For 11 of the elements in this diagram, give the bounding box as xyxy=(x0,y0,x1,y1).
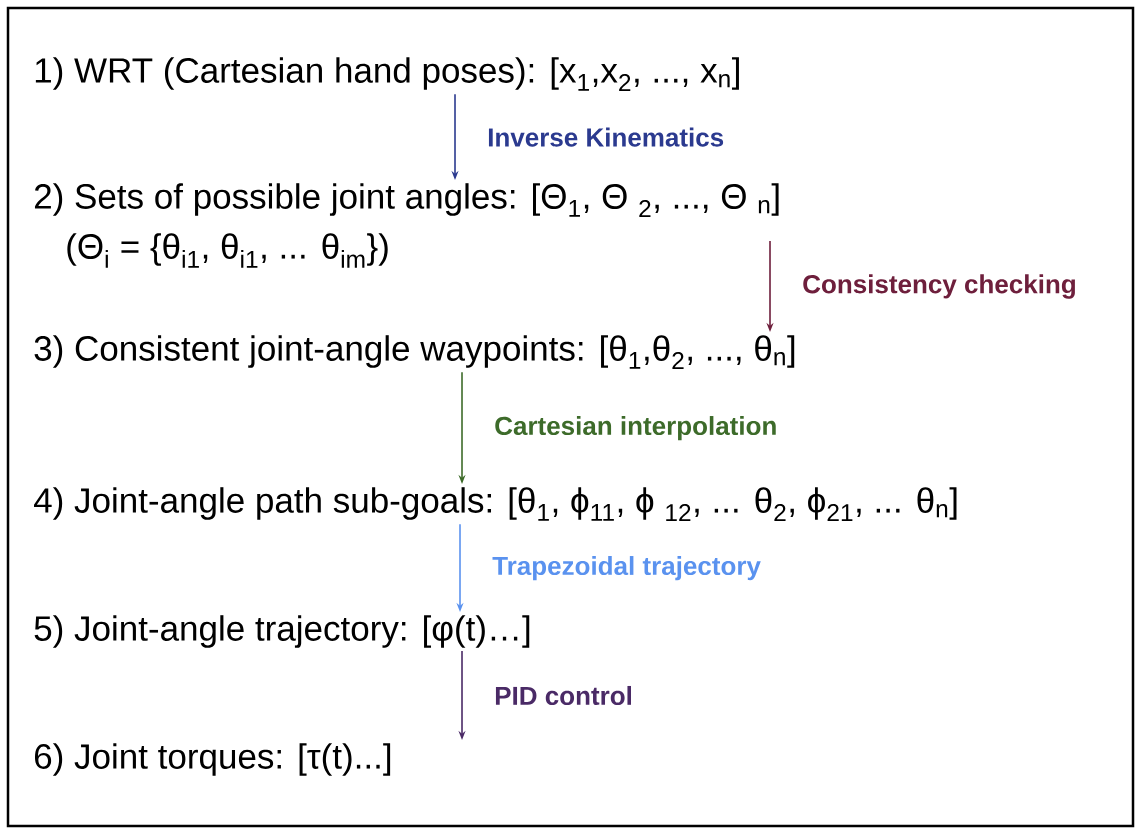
step-text: 4) Joint-angle path sub-goals: [θ$_{1}$, ϕ$_{11}$, ϕ $_{12}$, ... θ$_{2}$, ϕ$_{21}$, ... θ$_{n}$] xyxy=(34,487,957,522)
step-text: 5) Joint-angle trajectory: [φ(t)…] xyxy=(34,615,530,648)
edge-label: Trapezoidal trajectory xyxy=(490,554,763,583)
step-text: 3) Consistent joint-angle waypoints: [θ$_{1}$,θ$_{2}$, ..., θ$_{n}$] xyxy=(34,335,795,370)
step-text: 2) Sets of possible joint angles: [Θ$_{1}$, Θ $_{2}$, ..., Θ $_{n}$] (Θ$_{i}$ = {θ$_{i1}$, θ$_{i1}$, ... θ$_{im}$}) xyxy=(34,183,779,268)
edge-label: PID control xyxy=(492,683,635,708)
step-text: 6) Joint torques: [τ(t)...] xyxy=(35,743,391,776)
edge-label: Inverse Kinematics xyxy=(485,125,727,149)
step-text: 1) WRT (Cartesian hand poses): [x$_{1}$,x$_{2}$, ..., x$_{n}$] xyxy=(35,57,739,92)
edge-label: Cartesian interpolation xyxy=(492,414,780,443)
edge-label: Consistency checking xyxy=(800,272,1079,301)
